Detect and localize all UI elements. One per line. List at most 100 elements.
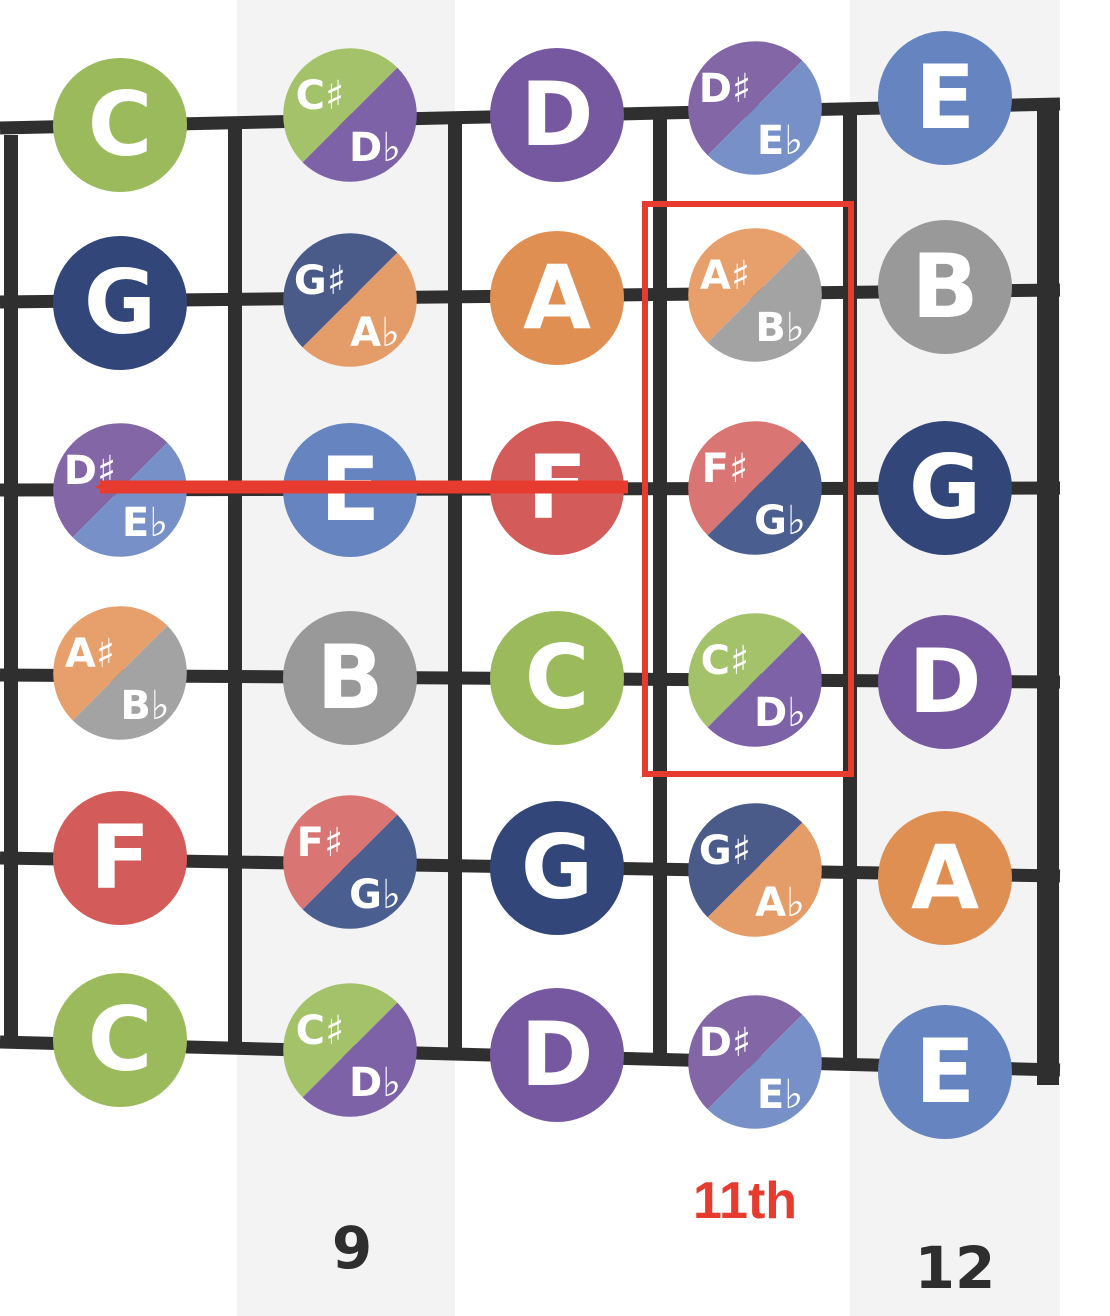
note-circle [878, 421, 1012, 555]
note-marker: A [490, 231, 624, 365]
note-flat-label: E♭ [757, 118, 803, 164]
note-marker: G [53, 236, 187, 370]
note-label: G [84, 251, 156, 354]
note-flat-label: A♭ [755, 880, 805, 926]
note-half-flat [302, 814, 417, 929]
note-marker: E [878, 1005, 1012, 1139]
note-flat-label: E♭ [757, 1072, 803, 1118]
note-half-flat [707, 60, 822, 175]
note-label: F [90, 806, 150, 909]
note-half-sharp [283, 48, 398, 163]
note-marker: C [53, 58, 187, 192]
note-flat-label: G♭ [349, 872, 401, 918]
note-marker: C♯D♭ [283, 983, 417, 1117]
note-marker: D [878, 615, 1012, 749]
note-label: A [523, 246, 591, 349]
note-half-flat [302, 252, 417, 367]
note-sharp-label: C♯ [296, 73, 345, 119]
fret-number-12: 12 [915, 1234, 996, 1302]
note-circle [878, 220, 1012, 354]
note-half-sharp [688, 995, 803, 1110]
note-half-sharp [283, 233, 398, 348]
note-flat-label: A♭ [350, 310, 400, 356]
annotation-label: 11th [693, 1172, 797, 1230]
note-sharp-label: A♯ [700, 253, 750, 299]
note-half-sharp [688, 228, 803, 343]
note-marker: C♯D♭ [688, 613, 822, 747]
note-label: D [908, 630, 981, 733]
note-label: G [909, 436, 981, 539]
note-marker: D♯E♭ [688, 995, 822, 1129]
note-marker: G♯A♭ [688, 803, 822, 937]
note-sharp-label: A♯ [65, 631, 115, 677]
note-half-flat [707, 1014, 822, 1129]
note-marker: D [490, 48, 624, 182]
note-circle [878, 615, 1012, 749]
note-sharp-label: F♯ [702, 446, 749, 492]
note-marker: B [878, 220, 1012, 354]
note-circle [283, 611, 417, 745]
note-label: C [525, 626, 590, 729]
note-circle [53, 973, 187, 1107]
note-sharp-label: C♯ [296, 1008, 345, 1054]
note-label: B [911, 235, 978, 338]
note-marker: E [878, 31, 1012, 165]
note-flat-label: B♭ [755, 305, 804, 351]
highlight-box [642, 201, 854, 777]
note-marker: G [490, 801, 624, 935]
note-label: C [88, 988, 153, 1091]
note-circle [490, 611, 624, 745]
note-flat-label: D♭ [349, 1060, 401, 1106]
note-circle [490, 231, 624, 365]
note-half-flat [72, 625, 187, 740]
note-circle [53, 58, 187, 192]
note-half-flat [707, 440, 822, 555]
note-sharp-label: C♯ [701, 638, 750, 684]
note-flat-label: G♭ [754, 498, 806, 544]
note-marker: A [878, 811, 1012, 945]
note-half-flat [707, 632, 822, 747]
note-half-sharp [53, 423, 168, 538]
note-sharp-label: G♯ [294, 258, 346, 304]
note-marker: F [53, 791, 187, 925]
note-label: E [915, 46, 975, 149]
note-marker: A♯B♭ [53, 606, 187, 740]
note-label: E [915, 1020, 975, 1123]
note-half-sharp [688, 613, 803, 728]
note-marker: B [283, 611, 417, 745]
note-circle [490, 988, 624, 1122]
note-half-sharp [283, 795, 398, 910]
note-circle [878, 1005, 1012, 1139]
note-marker: A♯B♭ [688, 228, 822, 362]
note-sharp-label: D♯ [699, 1020, 752, 1066]
note-label: D [520, 1003, 593, 1106]
note-circle [490, 801, 624, 935]
note-half-sharp [688, 41, 803, 156]
note-marker: D [490, 988, 624, 1122]
note-circle [53, 791, 187, 925]
note-marker: D♯E♭ [53, 423, 187, 557]
note-half-flat [707, 822, 822, 937]
note-circle [878, 31, 1012, 165]
note-flat-label: D♭ [754, 690, 806, 736]
note-circle [53, 236, 187, 370]
note-sharp-label: G♯ [699, 828, 751, 874]
note-label: C [88, 73, 153, 176]
note-label: D [520, 63, 593, 166]
note-circle [878, 811, 1012, 945]
note-marker: D♯E♭ [688, 41, 822, 175]
note-half-sharp [283, 983, 398, 1098]
note-half-sharp [688, 803, 803, 918]
note-half-sharp [53, 606, 168, 721]
note-marker: C [53, 973, 187, 1107]
note-half-flat [72, 442, 187, 557]
fret-number-9: 9 [332, 1214, 372, 1282]
note-flat-label: D♭ [349, 125, 401, 171]
note-half-flat [302, 67, 417, 182]
note-half-flat [707, 247, 822, 362]
note-marker: F♯G♭ [283, 795, 417, 929]
note-label: B [316, 626, 383, 729]
note-half-sharp [688, 421, 803, 536]
note-marker: C [490, 611, 624, 745]
note-label: A [911, 826, 979, 929]
